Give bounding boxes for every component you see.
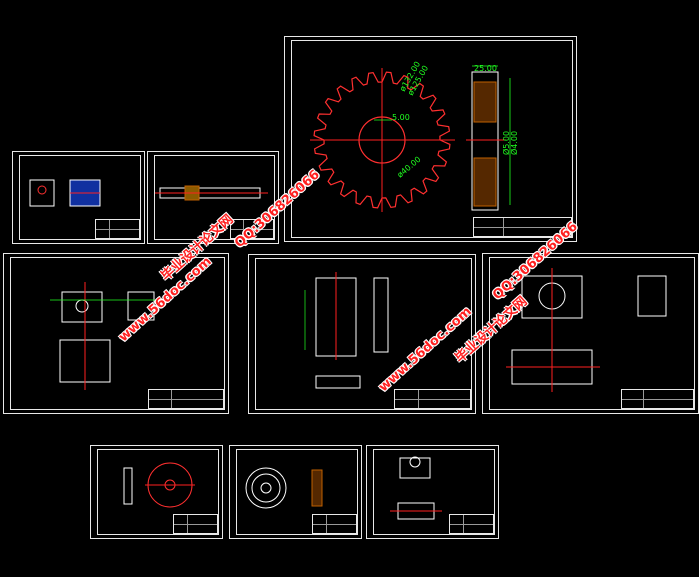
pillow-block-views xyxy=(390,456,442,520)
title-block xyxy=(147,389,224,409)
wheel-views xyxy=(245,467,323,509)
small-part-2-shaft xyxy=(155,185,268,201)
title-block xyxy=(173,514,218,534)
sheet-pillow-block[interactable] xyxy=(366,445,499,539)
bearing-housing-views xyxy=(506,268,667,392)
sheet-disc[interactable] xyxy=(90,445,223,539)
dim-side-a: Ø5.00 xyxy=(501,131,511,155)
title-block xyxy=(449,514,494,534)
dim-face-width: 25.00 xyxy=(474,64,497,73)
plate-views xyxy=(304,272,389,389)
sheet-gear[interactable] xyxy=(284,36,577,242)
title-block xyxy=(312,514,357,534)
bracket-views xyxy=(50,282,170,390)
sheet-small-2[interactable] xyxy=(147,151,279,244)
gear-side-section xyxy=(466,65,511,211)
dim-key-width: 5.00 xyxy=(392,113,410,122)
sheet-bracket[interactable] xyxy=(3,253,229,414)
dim-side-b: Ø4.00 xyxy=(509,131,519,155)
title-block xyxy=(394,389,471,409)
disc-views xyxy=(123,462,195,508)
title-block xyxy=(95,219,140,239)
sheet-plate[interactable] xyxy=(248,254,476,414)
spur-gear-front-view xyxy=(310,68,455,212)
title-block xyxy=(229,219,274,239)
title-block xyxy=(620,389,694,409)
dim-hub-diameter: ø40.00 xyxy=(396,155,423,180)
sheet-small-1[interactable] xyxy=(12,151,145,244)
small-part-1 xyxy=(29,179,101,207)
sheet-wheel[interactable] xyxy=(229,445,362,539)
title-block xyxy=(473,217,572,237)
